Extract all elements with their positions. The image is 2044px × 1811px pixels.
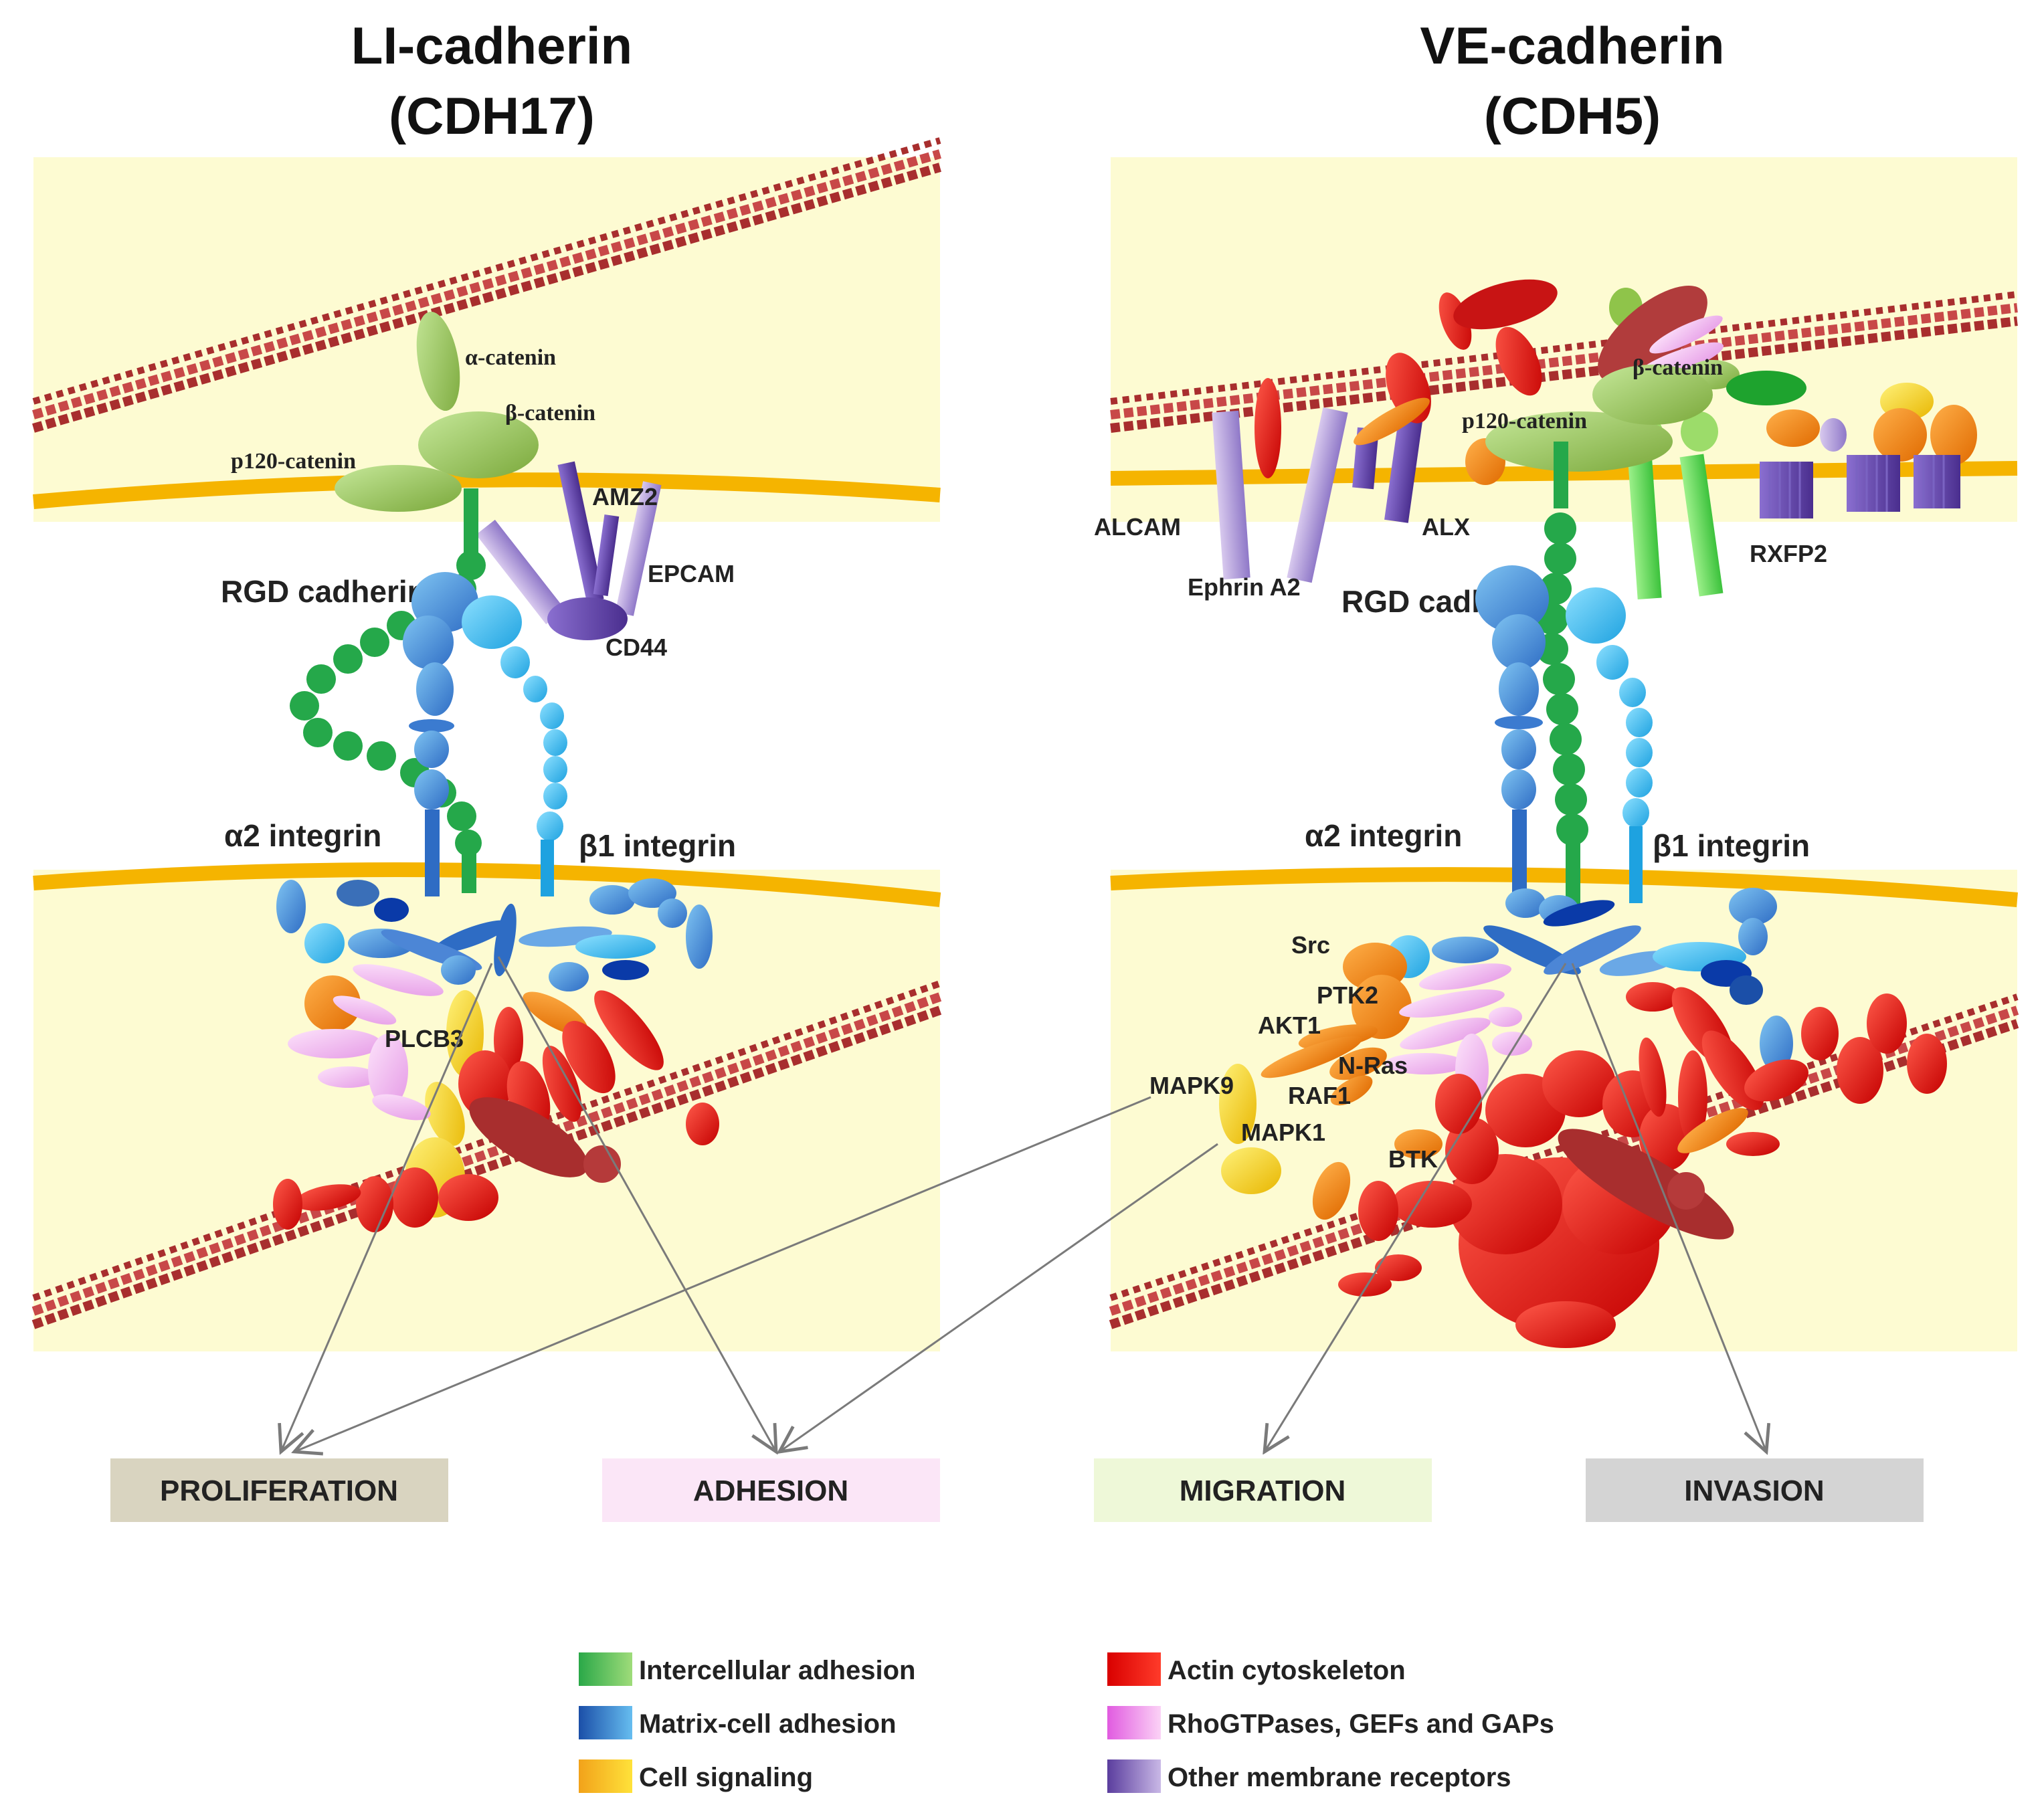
left-intracellular-complex [273,878,719,1232]
outcome-migration: MIGRATION [1094,1458,1432,1522]
arrow-left-to-adhesion [497,956,776,1452]
right-beta-catenin-label: β-catenin [1633,355,1723,380]
legend-swatch [1107,1652,1161,1686]
left-title-line2: (CDH17) [389,86,595,145]
right-ptk2-label: PTK2 [1317,981,1378,1009]
right-ephrin-a2-label: Ephrin A2 [1188,573,1301,601]
outcome-invasion-label: INVASION [1684,1474,1824,1507]
legend-item-other-membrane-receptors: Other membrane receptors [1107,1759,1511,1793]
legend-item-rhogtpases: RhoGTPases, GEFs and GAPs [1107,1706,1554,1739]
left-lower-actin-filament [31,980,942,1329]
legend-swatch [1107,1759,1161,1793]
legend-item-cell-signaling: Cell signaling [579,1759,813,1793]
right-src-label: Src [1291,931,1330,959]
left-plcb3-label: PLCB3 [385,1025,464,1052]
right-alcam-label: ALCAM [1094,513,1181,541]
right-btk-label: BTK [1388,1145,1438,1173]
left-beta1-integrin [462,595,567,896]
legend-label: Intercellular adhesion [639,1656,915,1685]
right-title-line1: VE-cadherin [1420,16,1724,75]
left-alpha2-integrin [403,572,478,896]
arrow-mapk1-to-adhesion [779,1143,1218,1452]
right-nras-label: N-Ras [1338,1052,1408,1079]
outcome-proliferation-label: PROLIFERATION [160,1474,398,1507]
left-alpha-catenin-label: α-catenin [465,345,556,370]
left-catenin-complex [335,311,539,512]
legend-item-intercellular-adhesion: Intercellular adhesion [579,1652,915,1686]
left-lower-membrane [33,862,941,907]
pathway-arrows [281,956,1766,1452]
outcome-adhesion-label: ADHESION [693,1474,848,1507]
arrow-mapk9-to-proliferation [294,1096,1151,1452]
legend-label: Cell signaling [639,1763,813,1792]
right-p120-catenin-label: p120-catenin [1462,409,1587,434]
legend-item-actin-cytoskeleton: Actin cytoskeleton [1107,1652,1406,1686]
outcome-migration-label: MIGRATION [1180,1474,1346,1507]
legend-label: RhoGTPases, GEFs and GAPs [1168,1709,1554,1739]
outcome-proliferation-box [110,1458,448,1522]
outcome-boxes: PROLIFERATION ADHESION MIGRATION INVASIO… [110,1458,1924,1522]
outcome-invasion: INVASION [1586,1458,1924,1522]
legend-label: Matrix-cell adhesion [639,1709,897,1739]
legend-label: Other membrane receptors [1168,1763,1511,1792]
right-title-line2: (CDH5) [1484,86,1661,145]
right-beta1-integrin [1566,587,1653,903]
left-upper-actin-filament [32,137,941,433]
legend: Intercellular adhesion Matrix-cell adhes… [579,1652,1554,1793]
legend-item-matrix-cell-adhesion: Matrix-cell adhesion [579,1706,897,1739]
right-alpha2-integrin [1475,565,1549,903]
left-title-line1: LI-cadherin [351,16,632,75]
right-panel: VE-cadherin (CDH5) [1094,16,2019,1351]
outcome-invasion-box [1586,1458,1924,1522]
right-mapk9-label: MAPK9 [1149,1072,1234,1099]
left-amz2-label: AMZ2 [592,483,658,510]
legend-swatch [579,1706,632,1739]
right-lower-membrane [1110,867,2018,907]
left-epcam-label: EPCAM [648,560,735,587]
right-membrane-receptors [1212,279,1977,599]
right-rxfp2-label: RXFP2 [1750,540,1827,567]
left-rgd-cadherin-label: RGD cadherin [221,574,426,609]
left-p120-catenin-label: p120-catenin [231,449,356,474]
left-beta-catenin-label: β-catenin [505,401,595,425]
right-alpha2-integrin-label: α2 integrin [1305,818,1462,853]
left-panel: LI-cadherin (CDH17) α-catenin β-catenin … [31,16,942,1351]
left-upper-membrane [33,472,941,509]
right-mapk1-label: MAPK1 [1241,1119,1325,1146]
outcome-proliferation: PROLIFERATION [110,1458,448,1522]
right-akt1-label: AKT1 [1258,1012,1321,1039]
right-catenin-complex [1485,365,1713,472]
outcome-adhesion-box [602,1458,940,1522]
left-membrane-receptors [476,461,662,640]
arrow-right-to-invasion [1571,963,1766,1452]
legend-swatch [1107,1706,1161,1739]
outcome-migration-box [1094,1458,1432,1522]
right-alx-label: ALX [1422,513,1470,541]
right-intracellular-complex [1219,888,1947,1348]
left-beta1-integrin-label: β1 integrin [579,828,736,863]
arrow-left-to-proliferation [281,963,493,1452]
right-raf1-label: RAF1 [1288,1082,1351,1109]
left-cd44-label: CD44 [606,634,667,661]
outcome-adhesion: ADHESION [602,1458,940,1522]
legend-label: Actin cytoskeleton [1168,1656,1406,1685]
left-alpha2-integrin-label: α2 integrin [224,818,381,853]
legend-swatch [579,1759,632,1793]
right-beta1-integrin-label: β1 integrin [1653,828,1810,863]
legend-swatch [579,1652,632,1686]
arrow-right-to-migration [1265,963,1567,1452]
